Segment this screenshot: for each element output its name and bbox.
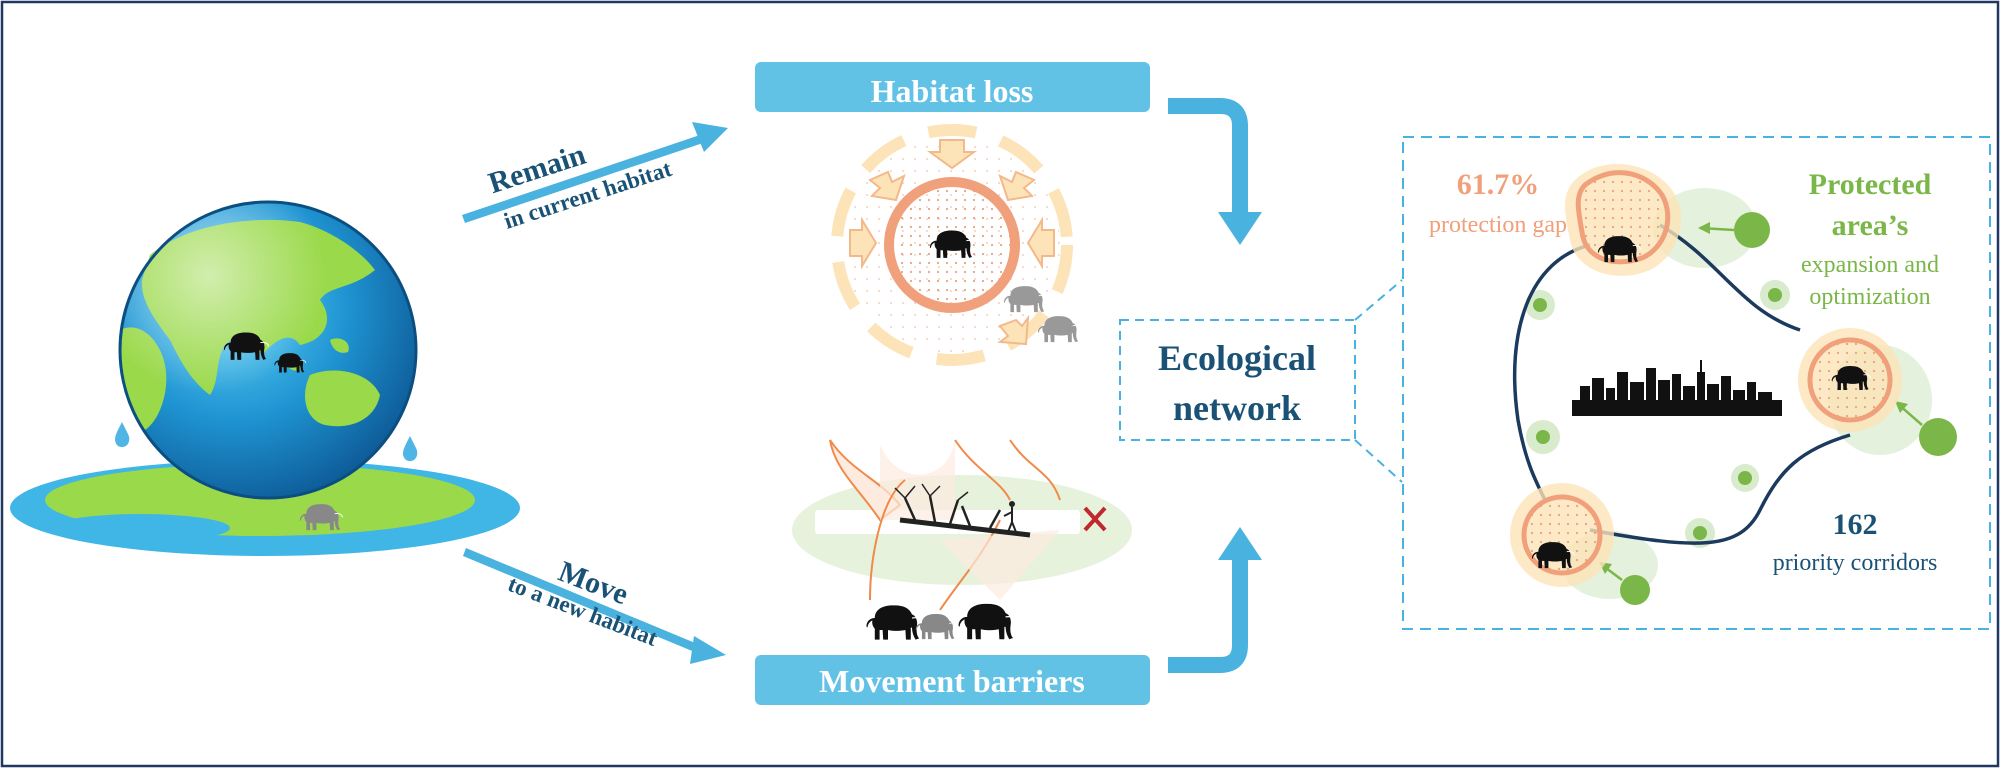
protection-gap-value: 61.7% xyxy=(1457,168,1540,201)
city-skyline-icon xyxy=(1572,360,1782,416)
ecological-network-box xyxy=(1119,319,1356,441)
move-arrow xyxy=(463,548,726,664)
fallen-tree-icon xyxy=(894,483,1031,538)
protected-area-line2: area’s xyxy=(1832,209,1909,242)
corridor-count-label: priority corridors xyxy=(1773,550,1938,576)
protected-area-line4: optimization xyxy=(1809,284,1930,310)
protected-area-line1: Protected xyxy=(1809,168,1932,201)
habitat-loss-connector-arrow xyxy=(1168,98,1262,245)
cross-icon xyxy=(1083,506,1107,532)
habitat-loss-title: Habitat loss xyxy=(871,73,1034,109)
movement-barriers-banner xyxy=(755,655,1150,705)
remain-arrow xyxy=(462,122,728,223)
corridor-count-value: 162 xyxy=(1833,508,1878,541)
protected-area-line3: expansion and xyxy=(1801,252,1939,278)
habitat-loss-banner xyxy=(755,62,1150,112)
movement-barriers-illustration xyxy=(792,439,1132,641)
movement-barriers-connector-arrow xyxy=(1168,527,1262,673)
zoom-line-top xyxy=(1354,279,1403,321)
globe-icon xyxy=(10,200,520,556)
water-drop-icon xyxy=(403,436,418,462)
protection-gap-label: protection gap xyxy=(1429,212,1567,238)
habitat-loss-illustration xyxy=(831,124,1081,366)
ecological-network-line1: Ecological xyxy=(1158,338,1316,378)
movement-barriers-title: Movement barriers xyxy=(819,663,1085,699)
ecological-network-line2: network xyxy=(1173,388,1301,428)
zoom-line-bottom xyxy=(1354,439,1403,483)
water-drop-icon xyxy=(115,422,130,448)
network-map xyxy=(1510,163,1957,605)
network-detail-panel xyxy=(1402,136,1991,630)
